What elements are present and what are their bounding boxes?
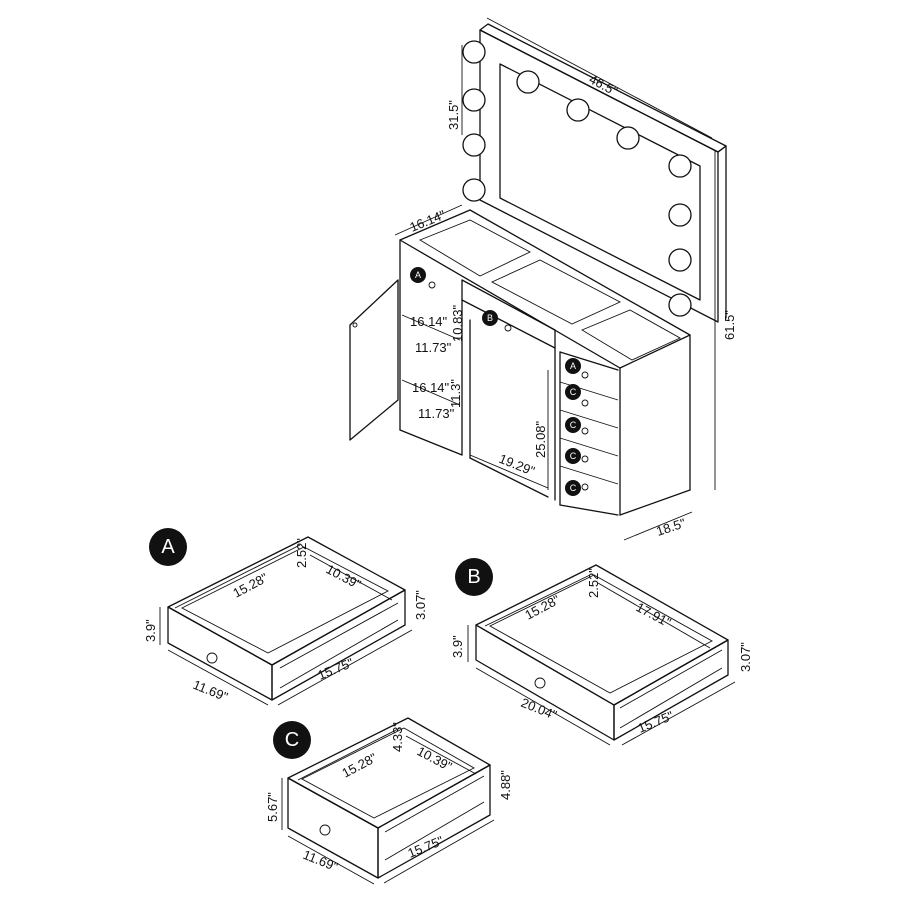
- drawer-c-detail: C 15.28" 10.39" 4.33" 4.88" 5.67" 11.69"…: [265, 717, 513, 885]
- label-b: B: [487, 313, 493, 323]
- shelf-height-label: 11.3": [448, 379, 463, 408]
- drawer-c-badge: [273, 721, 311, 759]
- drawer-b-side-height: 3.07": [738, 642, 753, 672]
- mirror-bulbs: [462, 40, 692, 317]
- drawer-c-inner-depth: 15.28": [339, 750, 379, 781]
- label-a: A: [415, 270, 421, 280]
- drawer-b-inner-height: 2.52": [586, 568, 601, 598]
- drawer-a-inner-width: 10.39": [324, 561, 364, 592]
- bulb-icon: [668, 293, 692, 317]
- vanity-body: A B A C C C C: [349, 209, 691, 516]
- drawer-b-top-outline: [475, 564, 729, 706]
- mirror: [462, 23, 727, 323]
- shelf-depth-label: 16.14": [412, 380, 450, 395]
- depth-side-label: 18.5": [654, 515, 687, 539]
- drawer-a-side: [271, 589, 406, 701]
- drawer-a-outer-depth: 15.75": [316, 655, 356, 683]
- knob-icon: [581, 427, 589, 435]
- cabinet-door: [349, 279, 399, 441]
- knob-icon: [581, 371, 589, 379]
- vanity-drawer-labels: A B A C C C C: [410, 267, 581, 496]
- drawer-b-front-width: 20.04": [519, 695, 559, 723]
- knob-icon: [319, 824, 331, 836]
- drawer-b-outer-depth: 15.75": [636, 708, 676, 736]
- knob-icon: [534, 677, 546, 689]
- drawer-a-side-height: 3.07": [413, 590, 428, 620]
- drawer-c-front-width: 11.69": [301, 847, 341, 875]
- drawer-b-side: [613, 639, 729, 741]
- drawer-a-badge: [149, 528, 187, 566]
- bulb-icon: [668, 248, 692, 272]
- knob-icon: [206, 652, 218, 664]
- label-c: C: [570, 451, 577, 461]
- bulb-icon: [462, 40, 486, 64]
- drawer-a-inner-depth: 15.28": [230, 570, 270, 601]
- shelf-width-label: 11.73": [415, 340, 452, 355]
- label-a-stack: A: [570, 361, 576, 371]
- total-height-label: 61.5": [722, 310, 737, 340]
- bulb-icon: [668, 203, 692, 227]
- knob-icon: [581, 455, 589, 463]
- drawer-b-front-height: 3.9": [450, 635, 465, 658]
- drawer-c-side: [377, 764, 491, 879]
- bulb-icon: [616, 126, 640, 150]
- drawer-c-outer-depth: 15.75": [406, 833, 446, 861]
- drawer-c-front-height: 5.67": [265, 792, 280, 822]
- knob-icon: [581, 483, 589, 491]
- depth-top-label: 16.14": [408, 207, 448, 235]
- bulb-icon: [462, 178, 486, 202]
- mirror-width-label: 46.5": [587, 71, 621, 98]
- drawer-a-badge-label: A: [161, 536, 175, 558]
- bulb-icon: [462, 133, 486, 157]
- drawer-c-side-height: 4.88": [498, 770, 513, 800]
- drawer-b-detail: B 15.28" 17.91" 2.52" 3.07" 3.9" 20.04" …: [450, 558, 753, 746]
- knee-height-label: 25.08": [533, 420, 548, 458]
- label-c: C: [570, 483, 577, 493]
- drawer-a-front-height: 3.9": [143, 619, 158, 642]
- label-c: C: [570, 387, 577, 397]
- drawer-c-top-outline: [287, 717, 491, 829]
- knob-icon: [504, 324, 512, 332]
- drawer-c-badge-label: C: [285, 729, 299, 751]
- bulb-icon: [462, 88, 486, 112]
- drawer-a-inner-height: 2.52": [294, 538, 309, 568]
- drawer-a-detail: A 15.28" 10.39" 2.52" 3.07" 3.9" 11.69" …: [143, 528, 428, 706]
- mirror-height-label: 31.5": [446, 100, 461, 130]
- bulb-icon: [668, 154, 692, 178]
- drawer-c-inner-height: 4.33": [390, 722, 405, 752]
- drawer-c-inner-width: 10.39": [415, 743, 455, 774]
- drawer-b-inner-depth: 15.28": [522, 592, 562, 623]
- bulb-icon: [566, 98, 590, 122]
- shelf-depth-label: 16.14": [410, 314, 448, 329]
- drawer-b-inner-width: 17.91": [634, 599, 674, 630]
- shelf-width-label: 11.73": [418, 406, 455, 421]
- drawer-b-badge: [455, 558, 493, 596]
- knob-icon: [581, 399, 589, 407]
- label-c: C: [570, 420, 577, 430]
- shelf-height-label: 10.83": [450, 304, 465, 342]
- knob-icons: [428, 281, 589, 491]
- vanity-dimensions: 46.5" 31.5" 16.14" 61.5" 18.5" 16.14" 10…: [394, 17, 737, 541]
- drawer-b-badge-label: B: [467, 566, 480, 588]
- bulb-icon: [516, 70, 540, 94]
- knob-icon: [428, 281, 436, 289]
